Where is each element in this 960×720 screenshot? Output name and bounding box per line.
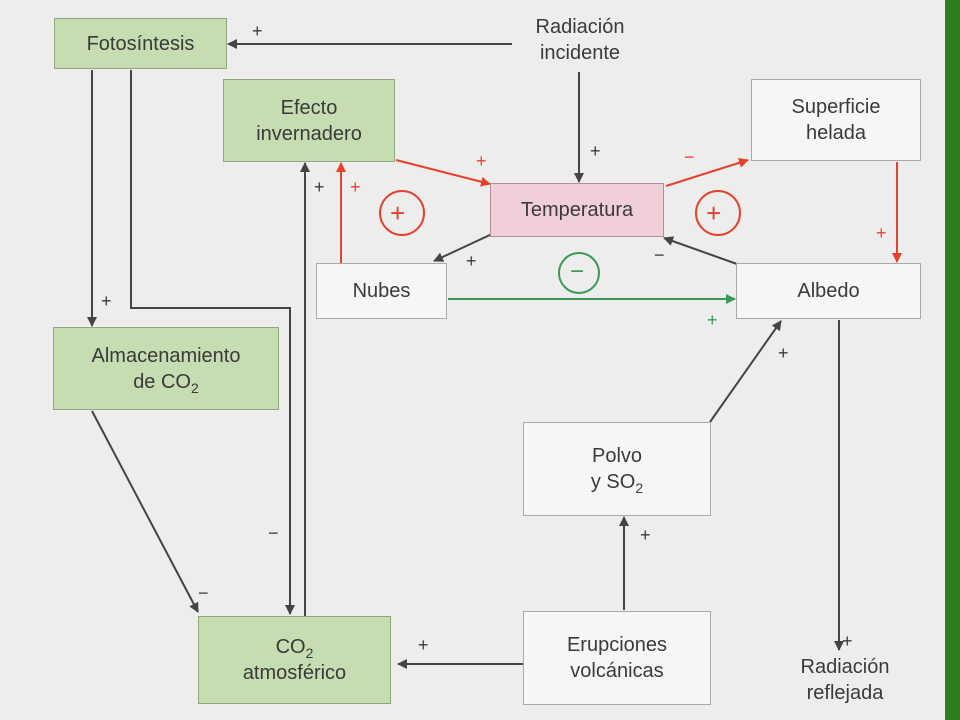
- sign-alb-to-temp: −: [654, 245, 665, 265]
- arrow-fotosintesis-co2: [130, 70, 295, 615]
- node-radiacion-reflejada-line1: Radiación: [800, 656, 890, 678]
- arrow-temperatura-superficie: [665, 157, 749, 187]
- arrow-polvo-albedo: [709, 320, 782, 423]
- sign-sup-to-alb: +: [876, 223, 887, 243]
- sign-erup-to-co2: +: [418, 635, 429, 655]
- sign-alm-to-co2: −: [198, 583, 209, 603]
- node-erupciones-volcanicas: Erupciones volcánicas: [523, 611, 711, 705]
- node-polvo-line2: y SO2: [590, 471, 644, 496]
- arrow-albedo-temperatura: [663, 236, 738, 265]
- node-temperatura-label: Temperatura: [520, 199, 634, 221]
- arrow-temperatura-nubes: [433, 233, 493, 262]
- node-erupciones-line2: volcánicas: [570, 660, 664, 682]
- node-superficie-helada: Superficie helada: [751, 79, 921, 161]
- sign-co2-to-efecto: +: [314, 177, 325, 197]
- node-albedo: Albedo: [736, 263, 921, 319]
- sign-alb-to-reflejada: +: [842, 631, 853, 651]
- loop-circle-center: [558, 252, 600, 294]
- node-radiacion-reflejada-line2: reflejada: [806, 682, 884, 704]
- node-albedo-label: Albedo: [797, 280, 860, 302]
- sign-temp-to-nubes: +: [466, 251, 477, 271]
- sign-rad-to-foto: +: [252, 21, 263, 41]
- node-co2-line1: CO2: [275, 636, 314, 661]
- sign-polvo-to-alb: +: [778, 343, 789, 363]
- node-fotosintesis-label: Fotosíntesis: [86, 32, 195, 55]
- node-superficie-helada-line1: Superficie: [791, 96, 881, 118]
- sign-nubes-to-efecto: +: [350, 177, 361, 197]
- node-nubes-label: Nubes: [352, 280, 411, 302]
- sign-co2-to-foto: −: [268, 523, 279, 543]
- node-almacenamiento-co2: Almacenamiento de CO2: [53, 327, 279, 410]
- node-polvo-line1: Polvo: [591, 445, 643, 467]
- node-radiacion-incidente-line2: incidente: [539, 42, 621, 64]
- sign-temp-to-sup: −: [684, 147, 695, 167]
- arrow-almacenamiento-co2: [91, 410, 199, 613]
- node-radiacion-incidente: Radiación incidente: [505, 10, 655, 70]
- node-efecto-invernadero: Efecto invernadero: [223, 79, 395, 162]
- loop-sign-right: +: [706, 198, 722, 228]
- loop-circle-left: [379, 190, 425, 236]
- sign-foto-to-alm: +: [101, 291, 112, 311]
- node-radiacion-reflejada: Radiación reflejada: [770, 652, 920, 708]
- leaf-border-decoration: [945, 0, 960, 720]
- node-polvo-so2: Polvo y SO2: [523, 422, 711, 516]
- sign-rad-to-temp: +: [590, 141, 601, 161]
- node-radiacion-incidente-line1: Radiación: [535, 16, 625, 38]
- node-superficie-helada-line2: helada: [805, 122, 867, 144]
- sign-erup-to-polvo: +: [640, 525, 651, 545]
- node-nubes: Nubes: [316, 263, 447, 319]
- sign-efecto-to-temp: +: [476, 151, 487, 171]
- node-co2-atmosferico: CO2 atmosférico: [198, 616, 391, 704]
- loop-sign-left: +: [390, 198, 406, 228]
- node-efecto-invernadero-line2: invernadero: [256, 122, 362, 145]
- node-fotosintesis: Fotosíntesis: [54, 18, 227, 69]
- node-temperatura: Temperatura: [490, 183, 664, 237]
- node-almacenamiento-line2: de CO2: [133, 370, 199, 396]
- sign-nubes-to-alb: +: [707, 310, 718, 330]
- loop-sign-center: −: [570, 258, 585, 285]
- node-efecto-invernadero-line1: Efecto: [280, 96, 338, 119]
- node-co2-line2: atmosférico: [242, 662, 347, 684]
- node-erupciones-line1: Erupciones: [566, 634, 668, 656]
- node-almacenamiento-line1: Almacenamiento: [91, 344, 241, 367]
- loop-circle-right: [695, 190, 741, 236]
- arrow-efecto-temperatura: [395, 159, 491, 187]
